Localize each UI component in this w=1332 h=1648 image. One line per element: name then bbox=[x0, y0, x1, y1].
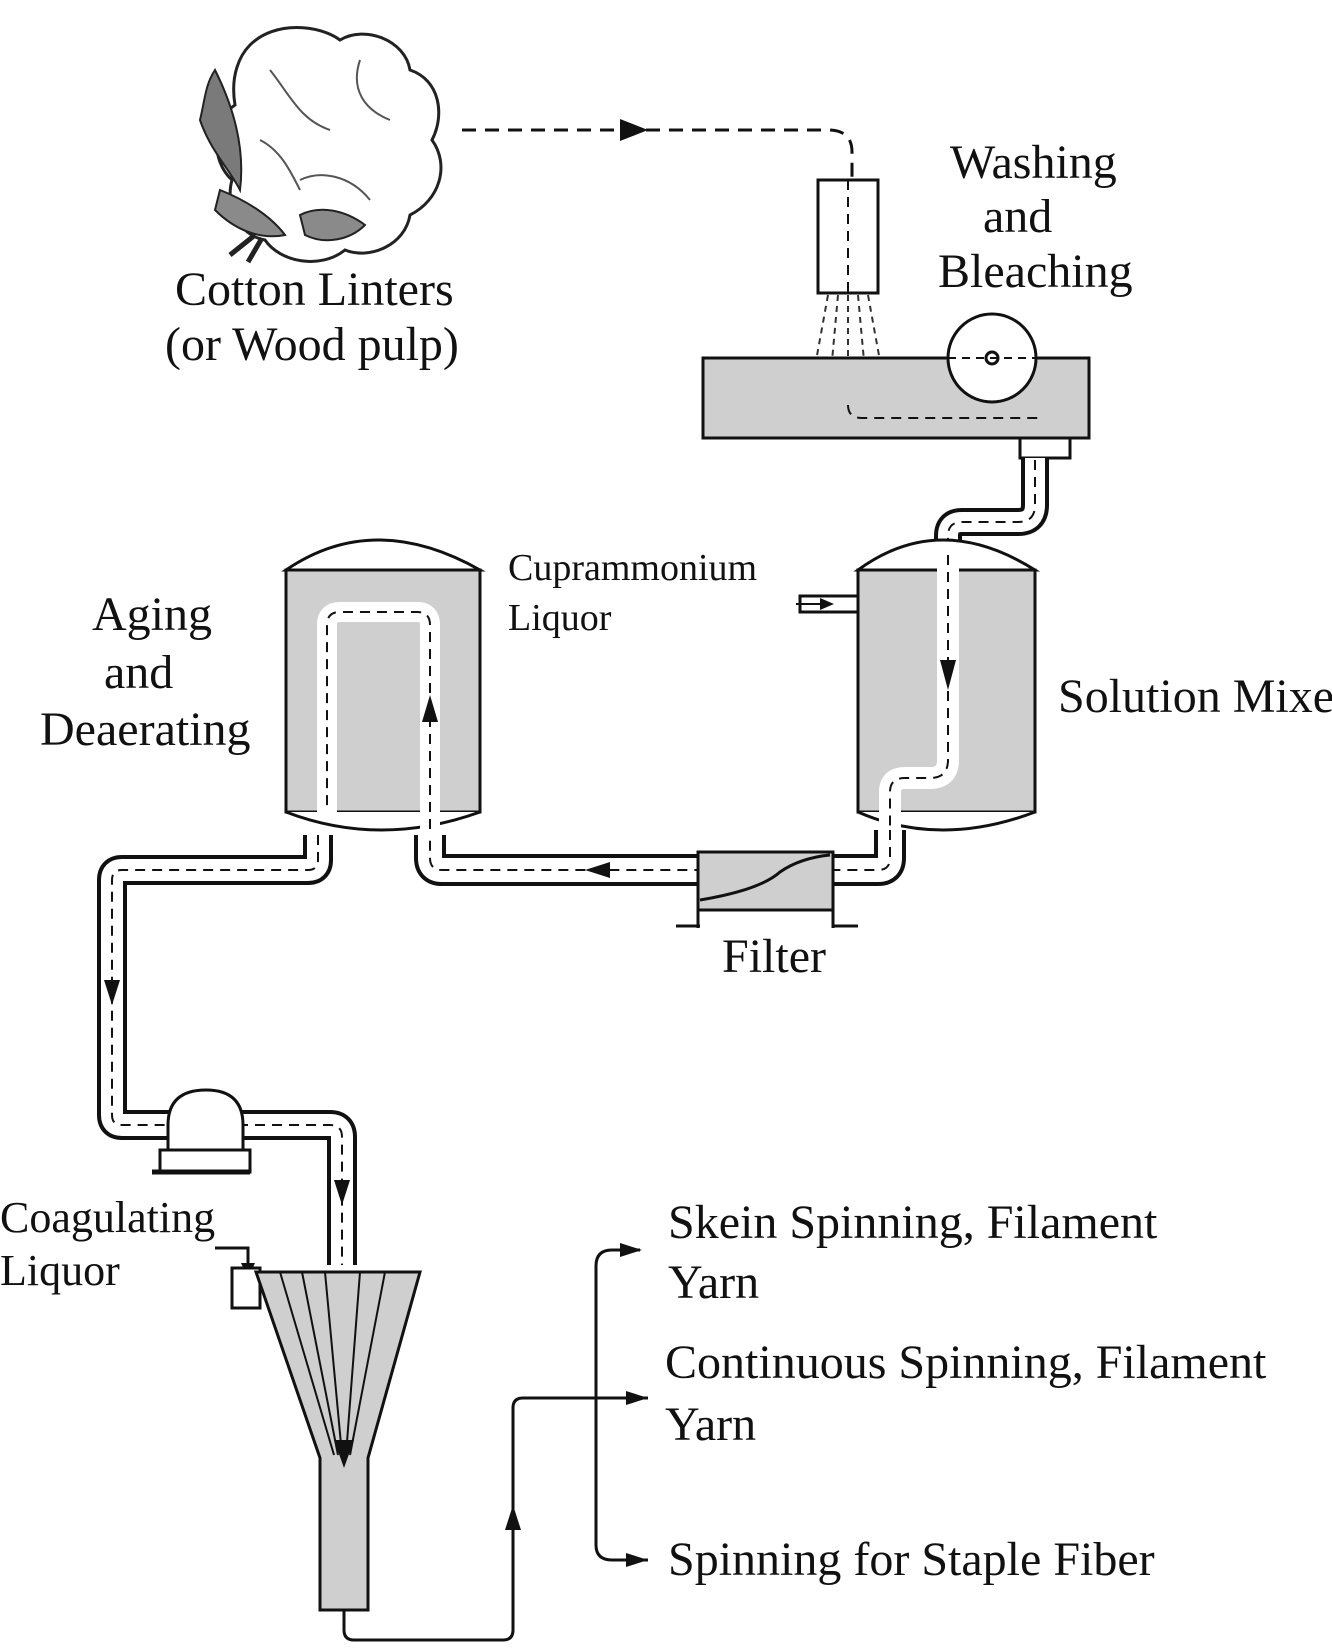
down-arrow-right bbox=[334, 1180, 350, 1205]
output-line bbox=[342, 1396, 596, 1642]
return-arrow bbox=[585, 862, 610, 878]
svg-text:Yarn: Yarn bbox=[668, 1256, 759, 1309]
output-branches bbox=[594, 1243, 648, 1567]
pump-icon bbox=[152, 1088, 252, 1175]
cuprammonium-label: Cuprammonium Liquor bbox=[508, 547, 757, 639]
cotton-boll-icon bbox=[198, 26, 443, 264]
aging-up-arrow bbox=[422, 695, 438, 722]
aging-label: Aging and Deaerating bbox=[40, 588, 251, 756]
filter-unit bbox=[676, 850, 858, 928]
up-arrow-output bbox=[505, 1505, 521, 1530]
svg-text:Cuprammonium: Cuprammonium bbox=[508, 547, 757, 589]
solution-mixer-vessel bbox=[796, 538, 1041, 880]
coagulating-label: Coagulating Liquor bbox=[0, 1193, 215, 1295]
washing-unit bbox=[701, 178, 1091, 460]
aging-vessel bbox=[281, 538, 486, 880]
arrow-staple bbox=[626, 1553, 648, 1567]
spinning-funnel bbox=[253, 1270, 422, 1612]
filter-label: Filter bbox=[722, 930, 826, 983]
arrow-skein bbox=[620, 1243, 642, 1257]
pipe-aging-to-pump bbox=[97, 835, 333, 1140]
cotton-linters-label: Cotton Linters (or Wood pulp) bbox=[165, 263, 459, 371]
svg-text:Continuous Spinning, Filament: Continuous Spinning, Filament bbox=[665, 1336, 1267, 1389]
down-arrow-left bbox=[104, 980, 120, 1005]
svg-text:Liquor: Liquor bbox=[508, 597, 612, 639]
svg-text:Skein Spinning, Filament: Skein Spinning, Filament bbox=[668, 1196, 1158, 1249]
svg-text:Cotton Linters: Cotton Linters bbox=[175, 263, 454, 316]
svg-text:Deaerating: Deaerating bbox=[40, 703, 251, 756]
roller-icon bbox=[946, 312, 1038, 404]
output-skein-label: Skein Spinning, Filament Yarn bbox=[668, 1196, 1158, 1309]
coag-inlet bbox=[215, 1246, 262, 1310]
pipe-wash-to-mixer bbox=[934, 458, 1049, 560]
feed-line bbox=[462, 119, 854, 178]
output-continuous-label: Continuous Spinning, Filament Yarn bbox=[665, 1336, 1267, 1451]
arrow-continuous bbox=[626, 1391, 648, 1405]
svg-text:(or Wood pulp): (or Wood pulp) bbox=[165, 318, 459, 371]
svg-text:Aging: Aging bbox=[92, 588, 212, 641]
svg-text:Coagulating: Coagulating bbox=[0, 1193, 215, 1242]
svg-text:and: and bbox=[983, 190, 1052, 243]
svg-text:and: and bbox=[104, 646, 173, 699]
washing-label: Washing and Bleaching bbox=[938, 136, 1133, 298]
pipe-pump-to-spinneret bbox=[238, 1110, 357, 1265]
pipe-mixer-to-aging bbox=[414, 830, 906, 886]
mixer-down-arrow bbox=[940, 660, 956, 690]
svg-text:Yarn: Yarn bbox=[665, 1398, 756, 1451]
solution-mixer-label: Solution Mixe bbox=[1058, 670, 1332, 723]
svg-text:Washing: Washing bbox=[950, 136, 1117, 189]
cupra-inlet bbox=[796, 594, 860, 614]
output-staple-label: Spinning for Staple Fiber bbox=[668, 1533, 1155, 1586]
tank-outlet bbox=[1018, 436, 1072, 460]
feed-arrow bbox=[620, 119, 648, 141]
svg-text:Liquor: Liquor bbox=[0, 1246, 120, 1295]
svg-text:Bleaching: Bleaching bbox=[938, 245, 1133, 298]
